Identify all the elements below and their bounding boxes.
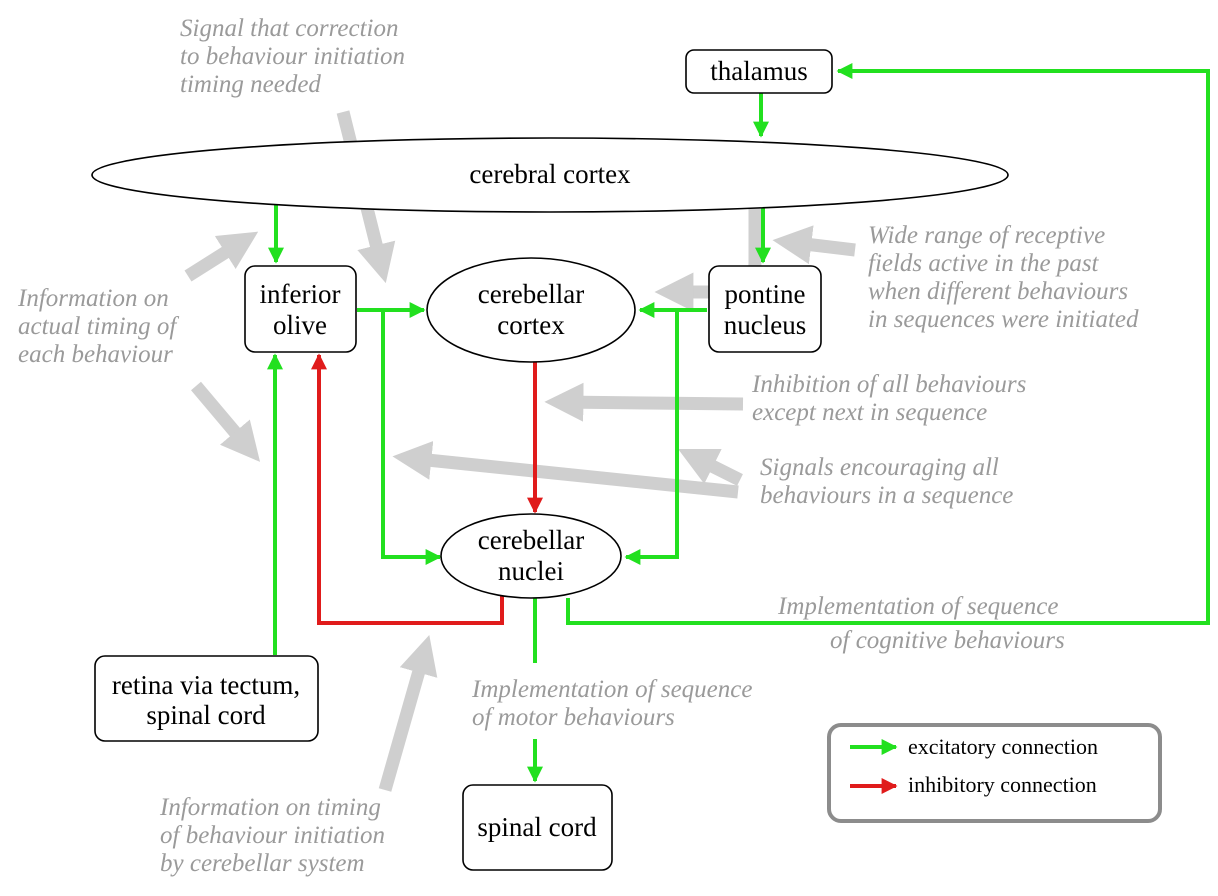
cerebral-cortex-node: cerebral cortex [91, 137, 1009, 213]
annotation-line: Implementation of sequence [471, 676, 752, 703]
annotation-line: behaviours in a sequence [760, 482, 1013, 509]
excitatory-connections [267, 63, 1210, 783]
cerebral-cortex-label: cerebral cortex [469, 159, 631, 189]
pontine-nucleus-node: pontine nucleus [708, 265, 822, 353]
annotation-line: fields active in the past [868, 250, 1100, 277]
annotation-line: Inhibition of all behaviours [751, 371, 1026, 398]
annotation-inhibition: Inhibition of all behaviours except next… [751, 371, 1026, 426]
annotation-line: actual timing of [18, 313, 179, 340]
retina-label-line1: retina via tectum, [112, 670, 300, 700]
annotation-actual-timing: Information on actual timing of each beh… [17, 285, 179, 368]
cerebellar-nuclei-node: cerebellar nuclei [440, 513, 622, 599]
annotation-line: by cerebellar system [160, 850, 365, 877]
legend: excitatory connection inhibitory connect… [827, 723, 1162, 823]
thalamus-node: thalamus [685, 49, 833, 94]
actual-timing-arrow-upper [184, 231, 259, 282]
annotation-line: Implementation of sequence [777, 593, 1058, 620]
cerebellar-nuclei-label-line2: nuclei [498, 556, 564, 586]
annotation-timing-info: Information on timing of behaviour initi… [159, 794, 385, 877]
annotation-line: when different behaviours [868, 278, 1128, 305]
thalamus-label: thalamus [710, 56, 807, 86]
annotation-line: of cognitive behaviours [830, 627, 1065, 654]
annotation-line: Signal that correction [180, 15, 399, 42]
olive-to-nuclei [381, 310, 442, 565]
annotation-encouraging: Signals encouraging all behaviours in a … [760, 454, 1013, 509]
inferior-olive-node: inferior olive [244, 265, 357, 353]
cerebellar-cortex-label-line2: cortex [497, 310, 565, 340]
annotation-line: Wide range of receptive [868, 222, 1105, 249]
spinal-cord-node: spinal cord [462, 784, 613, 871]
annotation-line: Signals encouraging all [760, 454, 999, 481]
cerebellar-cortex-label-line1: cerebellar [478, 279, 584, 309]
spinal-cord-label: spinal cord [477, 812, 597, 842]
legend-excitatory-label: excitatory connection [908, 734, 1098, 759]
annotation-line: each behaviour [18, 341, 173, 368]
receptive-fields-pointer [772, 225, 856, 265]
annotation-line: timing needed [180, 71, 321, 98]
annotation-line: of behaviour initiation [160, 822, 385, 849]
timing-info-arrow [378, 635, 438, 792]
annotation-receptive-fields: Wide range of receptive fields active in… [868, 222, 1139, 333]
cerebellar-nuclei-label-line1: cerebellar [478, 525, 584, 555]
legend-inhibitory-label: inhibitory connection [908, 772, 1097, 797]
pontine-nucleus-label-line2: nucleus [724, 310, 806, 340]
cerebellar-cortex-node: cerebellar cortex [426, 257, 636, 363]
retina-node: retina via tectum, spinal cord [94, 655, 319, 742]
annotation-arrows [184, 110, 856, 792]
nuclei-to-olive [311, 353, 504, 625]
encouraging-arrow-right [678, 449, 743, 486]
annotation-cognitive: Implementation of sequence of cognitive … [777, 593, 1065, 654]
annotation-line: Information on timing [159, 794, 381, 821]
encouraging-arrow-left [392, 441, 739, 499]
annotation-correction-signal: Signal that correction to behaviour init… [180, 15, 405, 98]
inferior-olive-label-line2: olive [273, 310, 327, 340]
retina-label-line2: spinal cord [146, 700, 266, 730]
annotation-line: of motor behaviours [472, 704, 675, 731]
nuclei-to-thalamus [566, 63, 1210, 625]
inhibitory-connections [311, 353, 543, 625]
annotation-line: Information on [17, 285, 169, 312]
legend-box [827, 723, 1162, 823]
annotation-line: except next in sequence [752, 399, 987, 426]
inhibition-arrow [544, 382, 744, 422]
annotation-motor: Implementation of sequence of motor beha… [471, 676, 752, 731]
annotation-line: in sequences were initiated [868, 306, 1139, 333]
inferior-olive-label-line1: inferior [260, 279, 341, 309]
pontine-to-nuclei [624, 310, 679, 565]
annotation-line: to behaviour initiation [180, 43, 405, 70]
actual-timing-arrow-lower [191, 381, 261, 462]
pontine-nucleus-label-line1: pontine [725, 279, 806, 309]
